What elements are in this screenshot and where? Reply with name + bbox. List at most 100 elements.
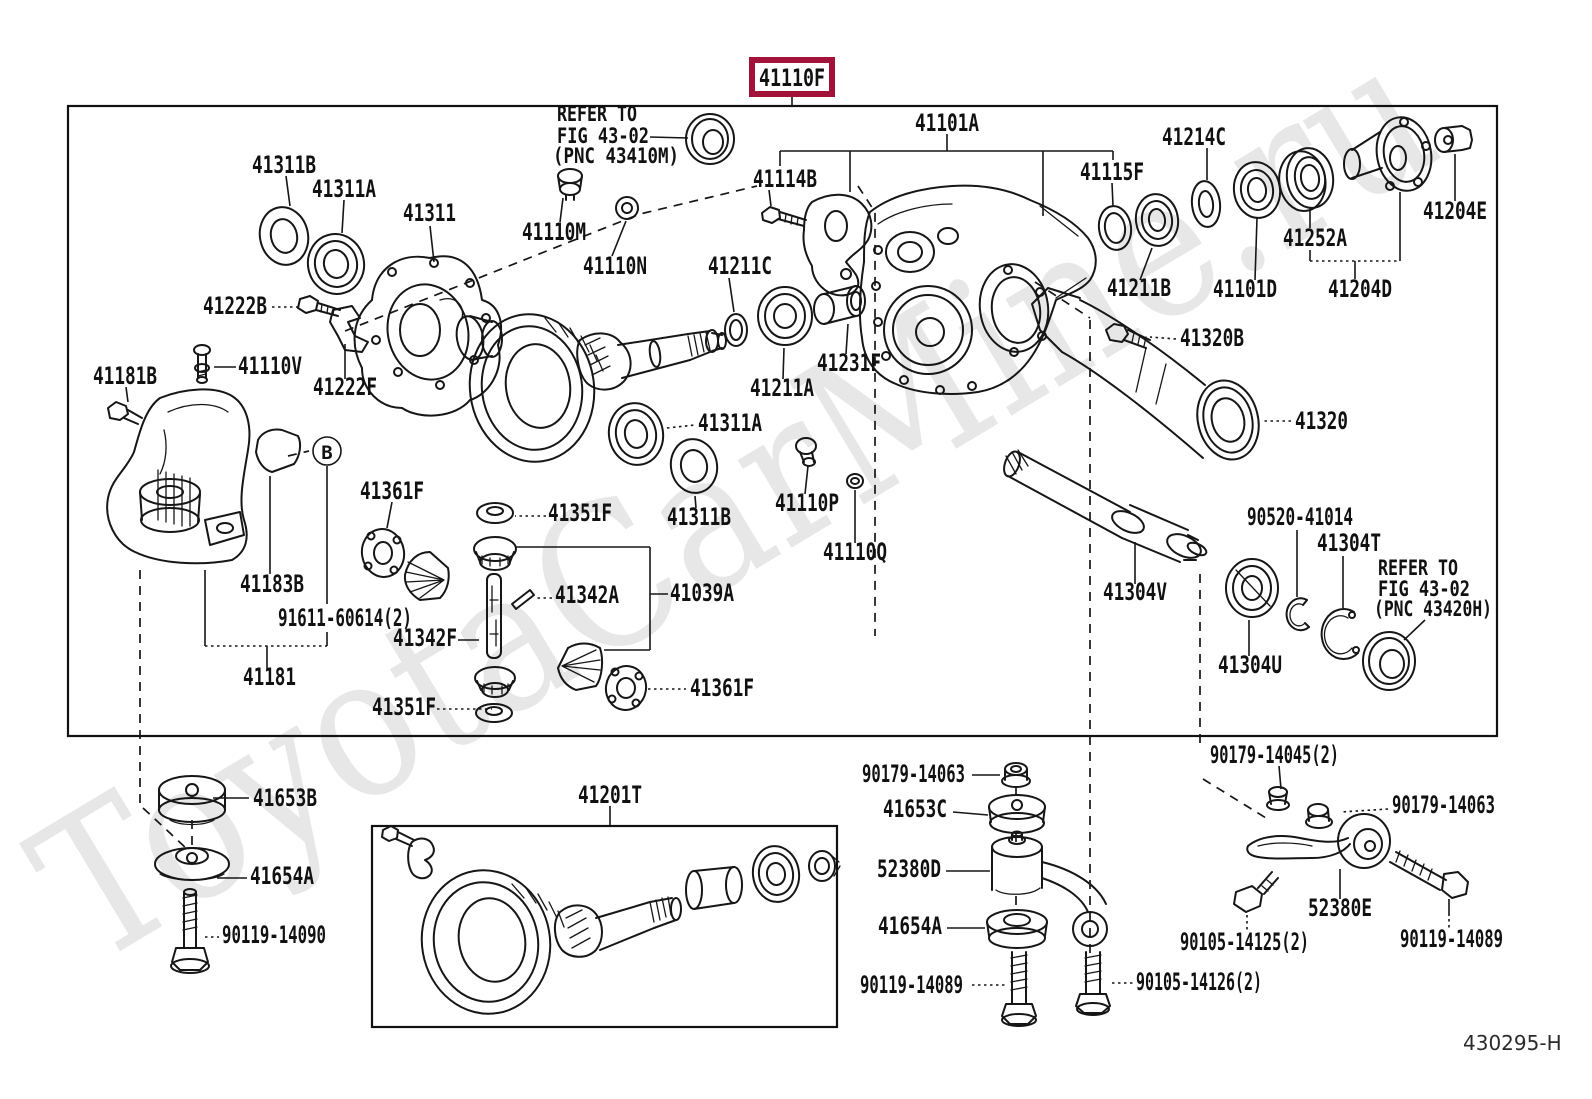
part-label-41654a-left: 41654A xyxy=(250,862,314,890)
highlighted-part-number[interactable]: 41110F xyxy=(759,64,825,92)
part-label-41311a-mid: 41311A xyxy=(698,409,762,437)
part-label-90179-14045: 90179-14045(2) xyxy=(1210,741,1339,769)
nut-90179-14063-left-drawing xyxy=(1001,762,1031,788)
part-label-41311: 41311 xyxy=(403,199,456,227)
cushion-41653c-drawing xyxy=(988,794,1046,834)
stud-41110v-drawing xyxy=(193,344,211,384)
part-label-41211b: 41211B xyxy=(1107,274,1171,302)
part-label-41222b: 41222B xyxy=(203,292,267,320)
part-label-90105-14125: 90105-14125(2) xyxy=(1180,928,1309,956)
part-label-41361f-upper: 41361F xyxy=(360,477,424,505)
oil-seal-43410m-drawing xyxy=(685,113,735,165)
bolt-41181b-drawing xyxy=(107,401,143,425)
part-label-41183b: 41183B xyxy=(240,570,304,598)
bushing-41653b-drawing xyxy=(158,775,226,826)
construction-dashed-lines xyxy=(139,185,1267,956)
nut-90179-14063-right-drawing xyxy=(1305,803,1333,829)
part-drawings xyxy=(106,113,1473,1027)
cushion-41654a-right-drawing xyxy=(986,909,1048,949)
washer-41361f-upper-drawing xyxy=(360,528,406,578)
washer-41311b-top-drawing xyxy=(258,206,310,266)
extension-tube-41320-drawing xyxy=(1031,287,1260,461)
pinion-gear-lower-drawing xyxy=(557,642,604,691)
steering-arm-52380d-drawing xyxy=(991,830,1108,947)
strut-bar-arm-52380e-drawing xyxy=(1246,813,1391,869)
ref2-line2: FIG 43-02 xyxy=(1378,577,1470,601)
part-label-90179-14063-left: 90179-14063 xyxy=(862,760,965,788)
part-label-41361f-lower: 41361F xyxy=(690,674,754,702)
part-label-41039a: 41039A xyxy=(670,579,734,607)
part-label-41351f-upper: 41351F xyxy=(548,499,612,527)
ring-gear-drawing xyxy=(468,313,604,463)
sheet-code: 430295-H xyxy=(1463,1031,1562,1055)
ref2-line1: REFER TO xyxy=(1378,556,1458,580)
part-label-41115f: 41115F xyxy=(1080,158,1144,186)
bearing-41211b-drawing xyxy=(1134,193,1180,247)
part-label-41201t: 41201T xyxy=(578,781,642,809)
clamp-41222f-drawing xyxy=(329,305,369,353)
part-label-52380d: 52380D xyxy=(877,855,941,883)
bearing-41304u-drawing xyxy=(1225,558,1279,618)
ref2-line3: (PNC 43420H) xyxy=(1374,597,1492,621)
straight-pin-41342a-drawing xyxy=(511,589,535,610)
part-label-41304u: 41304U xyxy=(1218,651,1282,679)
oil-seal-41252a-drawing xyxy=(1278,147,1335,212)
circle-b-outline xyxy=(312,436,342,466)
part-label-41214c: 41214C xyxy=(1162,123,1226,151)
shim-41183b-drawing xyxy=(255,428,302,473)
subassembly-41201t-contents xyxy=(381,825,841,1015)
callout-circle-b: B xyxy=(312,436,342,466)
cam-90179-14045-drawing xyxy=(1266,786,1290,811)
cushion-41654a-left-drawing xyxy=(154,847,230,881)
plug-41110m-drawing xyxy=(557,168,583,201)
part-label-41342f: 41342F xyxy=(393,624,457,652)
thrust-washer-41351f-lower-drawing xyxy=(475,703,513,723)
part-label-41653c: 41653C xyxy=(883,795,947,823)
side-gear-lower-drawing xyxy=(474,666,516,698)
bolt-90105-14126-drawing xyxy=(1075,951,1111,1016)
part-label-41222f: 41222F xyxy=(313,373,377,401)
snap-ring-41304t-drawing xyxy=(1320,608,1360,660)
support-bracket-41181-drawing xyxy=(106,388,251,565)
oil-seal-41115f-drawing xyxy=(1097,205,1133,251)
part-label-90520-41014: 90520-41014 xyxy=(1247,503,1353,531)
washer-41311b-mid-drawing xyxy=(669,438,719,494)
bolt-41114b-bolt-drawing xyxy=(761,206,807,227)
main-figure-border xyxy=(66,104,1499,738)
part-label-41204d: 41204D xyxy=(1328,275,1392,303)
bolt-90119-14090-drawing xyxy=(170,888,210,974)
figure-reference-note-1: REFER TO FIG 43-02 (PNC 43410M) xyxy=(553,102,679,168)
highlight-box[interactable] xyxy=(749,57,835,97)
part-label-41110p: 41110P xyxy=(775,489,839,517)
bearing-41311a-mid-drawing xyxy=(607,402,665,466)
washer-41211c-drawing xyxy=(724,313,748,347)
highlighted-part-callout[interactable]: 41110F xyxy=(749,57,835,97)
figure-reference-note-2: REFER TO FIG 43-02 (PNC 43420H) xyxy=(1374,556,1492,621)
part-label-91611-60614: 91611-60614(2) xyxy=(278,604,412,632)
snap-ring-90520-drawing xyxy=(1285,597,1310,632)
part-label-41311a-top: 41311A xyxy=(312,175,376,203)
drive-pinion-drawing xyxy=(576,329,727,391)
circle-b-letter: B xyxy=(321,442,332,464)
part-label-90119-14089-center: 90119-14089 xyxy=(860,971,963,999)
bolt-41222b-drawing xyxy=(297,295,341,317)
part-label-41311b-top: 41311B xyxy=(252,151,316,179)
plug-41204e-drawing xyxy=(1434,125,1473,153)
bolt-90119-14089-right-drawing xyxy=(1389,850,1469,899)
part-label-41654a-right: 41654A xyxy=(878,912,942,940)
part-label-90105-14126: 90105-14126(2) xyxy=(1136,968,1262,996)
part-label-41211c: 41211C xyxy=(708,252,772,280)
part-label-41304t: 41304T xyxy=(1317,529,1381,557)
ref1-line3: (PNC 43410M) xyxy=(553,144,679,168)
bearing-41211a-drawing xyxy=(757,286,813,346)
side-gear-upper-drawing xyxy=(473,536,517,571)
part-label-41110m: 41110M xyxy=(522,218,586,246)
dotted-leader-lines xyxy=(205,260,1450,986)
part-label-41101d: 41101D xyxy=(1213,275,1277,303)
part-label-41181b: 41181B xyxy=(93,362,157,390)
part-label-41211a: 41211A xyxy=(750,374,814,402)
part-label-90119-14090: 90119-14090 xyxy=(222,921,326,949)
part-label-41114b: 41114B xyxy=(753,165,817,193)
